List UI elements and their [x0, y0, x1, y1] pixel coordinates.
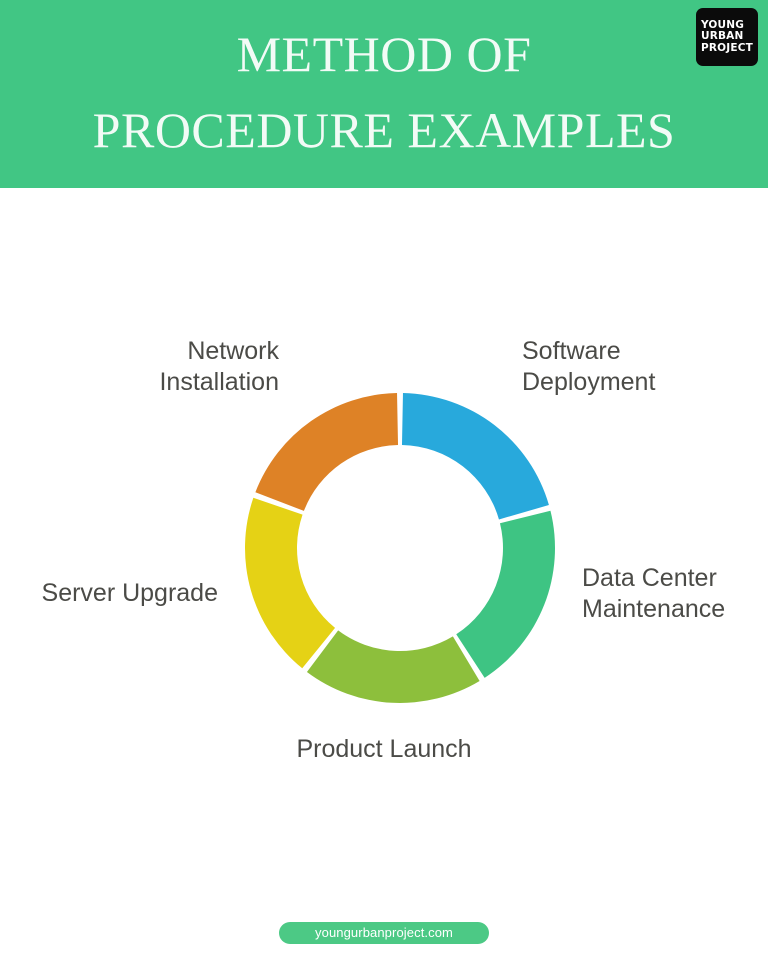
chart-area: Network Installation Software Deployment…	[0, 188, 768, 888]
page-title: METHOD OF PROCEDURE EXAMPLES	[92, 26, 676, 158]
donut-slice-data-center-maintenance[interactable]	[456, 510, 556, 678]
donut-slice-network-installation[interactable]	[255, 393, 399, 511]
brand-logo-text: YOUNG URBAN PROJECT	[700, 18, 754, 54]
brand-logo[interactable]: YOUNG URBAN PROJECT	[696, 8, 758, 66]
header-band: METHOD OF PROCEDURE EXAMPLES YOUNG URBAN…	[0, 0, 768, 188]
footer-website-badge[interactable]: youngurbanproject.com	[279, 922, 489, 944]
donut-slice-server-upgrade[interactable]	[245, 497, 336, 669]
slice-label-server-upgrade: Server Upgrade	[41, 579, 218, 607]
slice-label-data-center-maintenance: Data Center Maintenance	[582, 564, 726, 623]
slice-label-network-installation: Network Installation	[159, 337, 279, 396]
donut-slice-software-deployment[interactable]	[401, 393, 549, 520]
slice-label-product-launch: Product Launch	[296, 735, 472, 763]
slice-label-software-deployment: Software Deployment	[522, 337, 656, 396]
donut-slice-product-launch[interactable]	[306, 630, 480, 704]
donut-chart-svg	[245, 393, 556, 704]
donut-chart	[240, 388, 560, 708]
